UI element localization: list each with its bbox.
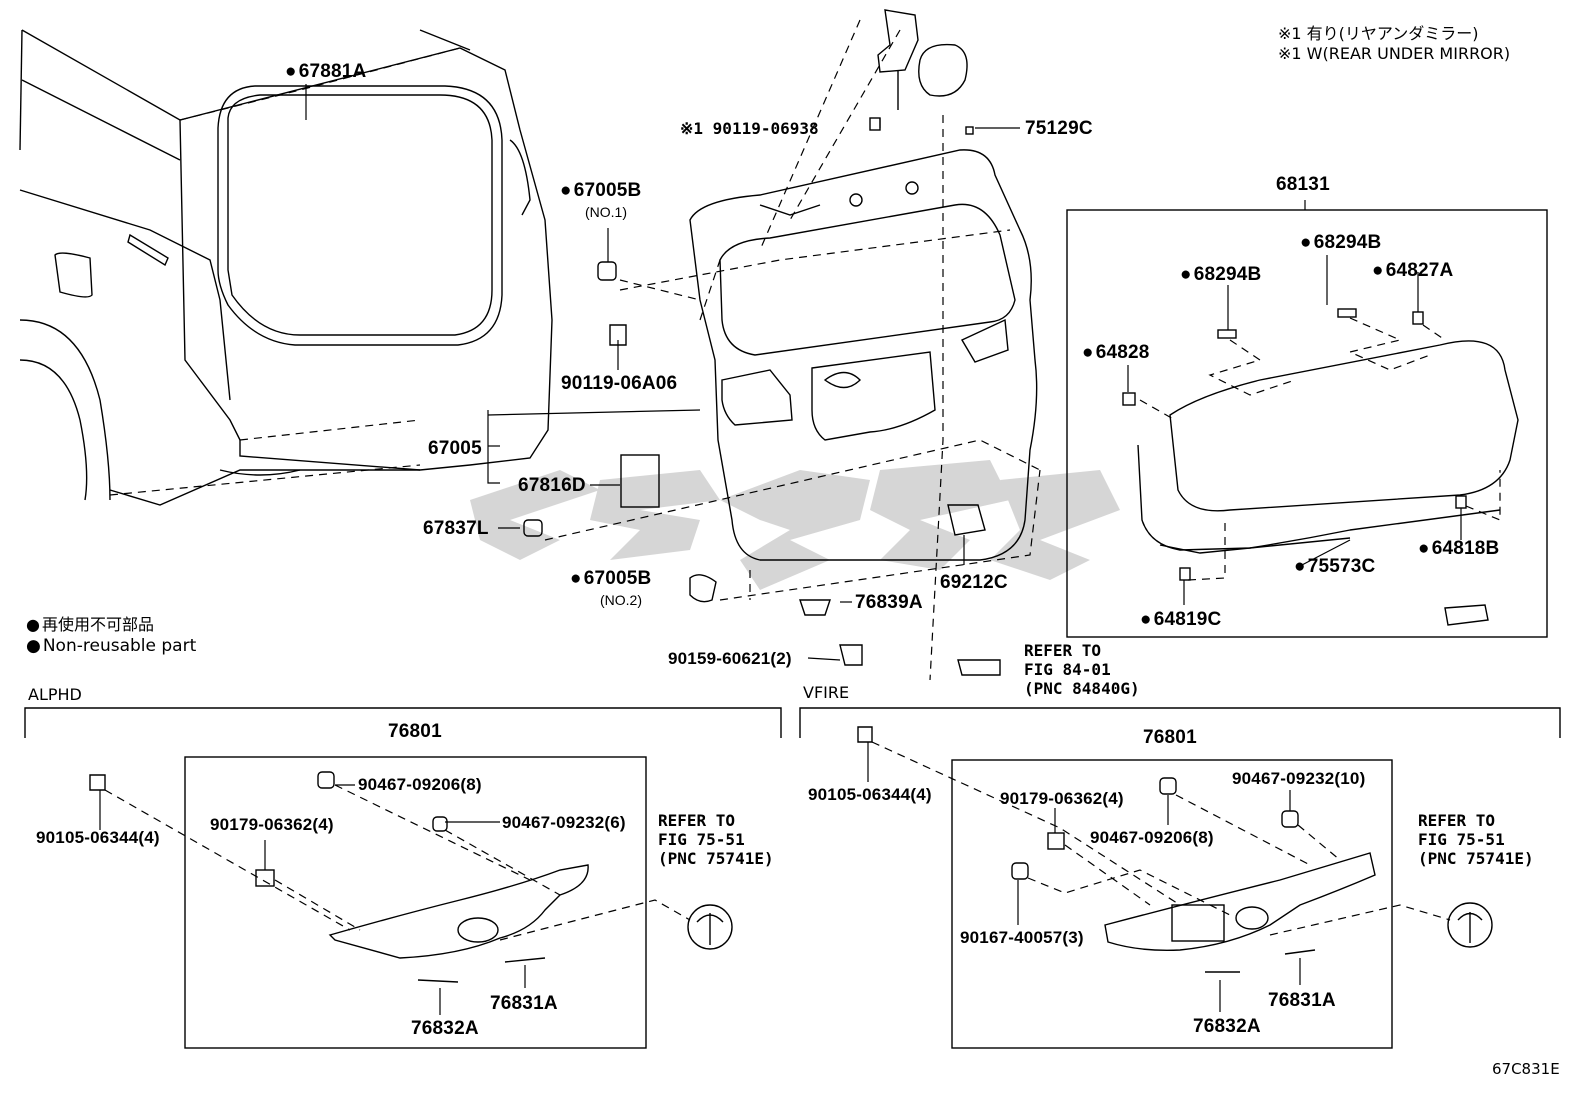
legend-en: Non-reusable part [26,636,196,656]
rear-under-mirror [877,9,968,110]
part-68131: 68131 [1276,174,1330,195]
note-mirror-en: ※1 W(REAR UNDER MIRROR) [1278,44,1511,63]
vfire-part-90179-06362: 90179-06362(4) [1000,789,1124,808]
legend-jp: 再使用不可部品 [26,611,154,635]
vfire-part-90105-06344: 90105-06344(4) [808,785,932,804]
alphd-part-76831A: 76831A [490,993,558,1014]
vfire-part-76832A: 76832A [1193,1016,1261,1037]
alphd-garnish [89,771,733,983]
part-64818B: 64818B [1418,538,1500,560]
part-64819C: 64819C [1140,609,1222,631]
vfire-part-90167-40057: 90167-40057(3) [960,928,1084,947]
group-box-68131 [1066,209,1548,638]
vfire-part-90467-09206: 90467-09206(8) [1090,828,1214,847]
part-75573C: 75573C [1294,556,1376,578]
small-parts [523,117,1001,676]
section-label-alphd: ALPHD [28,685,82,704]
refer-84-line3: (PNC 84840G) [1024,679,1140,698]
alphd-part-90467-09206: 90467-09206(8) [358,775,482,794]
vfire-leaders [867,742,1301,1012]
alphd-leaders [99,784,526,1015]
alphd-part-76801: 76801 [388,721,442,742]
back-door-67005 [689,149,1038,561]
section-label-vfire: VFIRE [803,683,850,702]
vfire-refer-line1: REFER TO [1418,811,1496,830]
vfire-part-76831A: 76831A [1268,990,1336,1011]
alphd-refer-line2: FIG 75-51 [658,830,745,849]
part-67881A: 67881A [285,61,367,83]
part-67816D: 67816D [518,475,586,496]
part-67005: 67005 [428,438,482,459]
vfire-refer-line2: FIG 75-51 [1418,830,1505,849]
vfire-group-box-76801 [951,759,1393,1049]
part-64828: 64828 [1082,342,1150,364]
part-90159-60621: 90159-60621(2) [668,649,792,668]
refer-84-line2: FIG 84-01 [1024,660,1111,679]
dashed-assembly-lines [109,19,1501,681]
part-68294B-lower: 68294B [1180,264,1262,286]
part-67005B-no1-sub: (NO.1) [585,204,627,220]
part-76839A: 76839A [855,592,923,613]
part-64827A: 64827A [1372,260,1454,282]
alphd-part-90467-09232: 90467-09232(6) [502,813,626,832]
vehicle-body-outline [19,29,553,506]
alphd-section-bracket [24,707,782,738]
vfire-part-90467-09232: 90467-09232(10) [1232,769,1366,788]
vfire-part-76801: 76801 [1143,727,1197,748]
vfire-section-bracket [799,707,1561,738]
alphd-part-76832A: 76832A [411,1018,479,1039]
alphd-dashed [104,784,691,941]
alphd-refer-line3: (PNC 75741E) [658,849,774,868]
part-69212C: 69212C [940,572,1008,593]
part-75129C: 75129C [1025,118,1093,139]
part-90119-06A06: 90119-06A06 [561,373,678,394]
part-67005B-no2: 67005B [570,568,652,590]
leader-lines [305,84,1462,661]
note-mirror-jp: ※1 有り(リヤアンダミラー) [1278,24,1479,43]
alphd-part-90179-06362: 90179-06362(4) [210,815,334,834]
alphd-group-box-76801 [184,756,647,1049]
alphd-refer-line1: REFER TO [658,811,736,830]
part-67005B-no2-sub: (NO.2) [600,592,642,608]
part-68294B-upper: 68294B [1300,232,1382,254]
vfire-dashed [871,741,1451,936]
alphd-part-90105-06344: 90105-06344(4) [36,828,160,847]
part-67837L: 67837L [423,518,489,539]
part-67005B-no1: 67005B [560,180,642,202]
part-90119-06938: ※1 90119-06938 [680,119,819,138]
window-seal-67881A [217,85,503,346]
figure-id: 67C831E [1492,1060,1560,1078]
vfire-garnish [857,726,1493,973]
vfire-refer-line3: (PNC 75741E) [1418,849,1534,868]
refer-84-line1: REFER TO [1024,641,1102,660]
